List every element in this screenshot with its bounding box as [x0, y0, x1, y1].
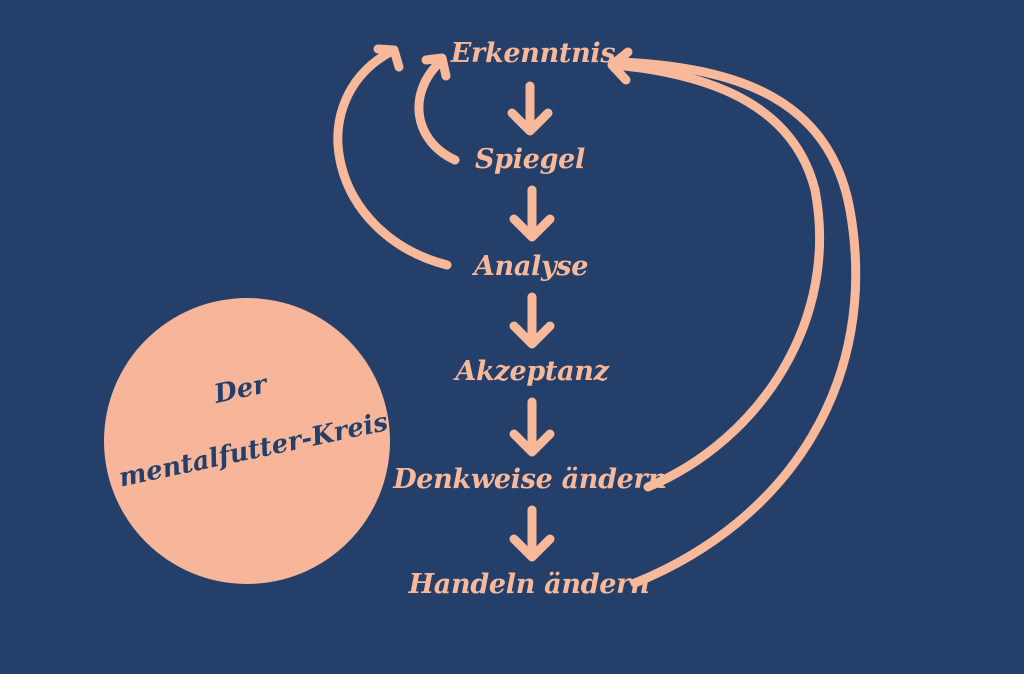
feedback-arrow-spiegel: [414, 53, 460, 165]
arrow-denkweise-to-handeln: [509, 505, 555, 562]
feedback-arrow-handeln: [617, 57, 861, 588]
feedback-arrow-denkweise: [607, 47, 824, 492]
arrow-analyse-to-akzeptanz: [509, 292, 555, 349]
arrow-spiegel-to-analyse: [509, 185, 555, 242]
arrow-akzeptanz-to-denkweise: [509, 397, 555, 457]
circle-badge: [104, 298, 390, 584]
step-handeln-aendern: Handeln ändern: [408, 569, 650, 600]
step-akzeptanz: Akzeptanz: [455, 356, 609, 387]
step-denkweise-aendern: Denkweise ändern: [393, 464, 667, 495]
feedback-arrow-analyse: [333, 44, 452, 270]
arrow-erkenntnis-to-spiegel: [507, 81, 553, 136]
step-erkenntnis: Erkenntnis: [450, 38, 616, 69]
step-spiegel: Spiegel: [474, 144, 586, 175]
step-analyse: Analyse: [473, 251, 589, 282]
